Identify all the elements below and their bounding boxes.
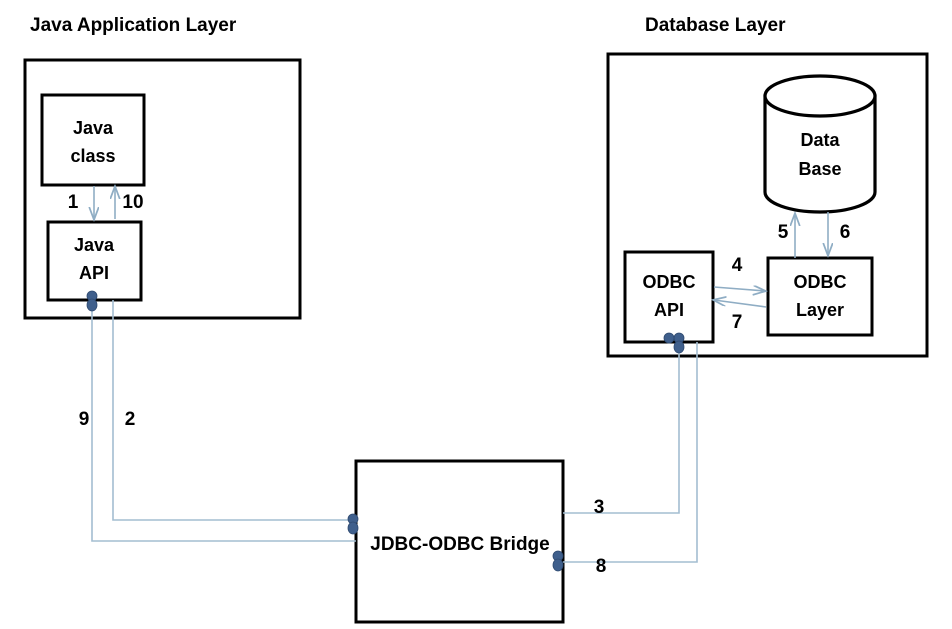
odbc-layer-label-line1: ODBC (794, 272, 847, 292)
flow-arrow-4 (713, 287, 765, 291)
jdbc-odbc-bridge-label: JDBC-ODBC Bridge (370, 534, 549, 555)
flow-connector-8 (563, 342, 698, 563)
odbc-layer-label-line2: Layer (796, 300, 844, 320)
connector-dot-bridge-right-lower (552, 558, 564, 572)
flow-connector-2 (112, 300, 356, 521)
flow-label-5: 5 (778, 222, 789, 243)
flow-label-8: 8 (596, 556, 607, 577)
flow-label-1: 1 (68, 192, 79, 213)
connector-dot-odbc-api-lower (673, 340, 685, 354)
database-label-line2: Base (798, 159, 841, 179)
connector-dot-java-api-lower (86, 298, 98, 312)
database-label-line1: Data (800, 130, 840, 150)
flow-arrow-7 (714, 300, 767, 308)
odbc-api-label-line2: API (654, 300, 684, 320)
flow-label-6: 6 (840, 222, 851, 243)
database-cylinder-top (763, 74, 877, 118)
java-api-label-line1: Java (74, 235, 115, 255)
jdbc-odbc-bridge-box (354, 459, 565, 624)
odbc-api-label-line1: ODBC (643, 272, 696, 292)
odbc-layer-box (766, 256, 874, 337)
flow-label-9: 9 (79, 409, 90, 430)
connector-dot-bridge-left-lower (347, 521, 359, 535)
java-class-label-line1: Java (73, 118, 114, 138)
flow-label-3: 3 (594, 497, 605, 518)
database-cylinder-body (763, 94, 877, 214)
odbc-api-box (623, 250, 715, 344)
java-application-layer-title: Java Application Layer (30, 15, 237, 36)
connector-dot-odbc-api-bottom (663, 332, 675, 344)
flow-label-7: 7 (732, 312, 743, 333)
flow-label-2: 2 (125, 409, 136, 430)
java-class-label-line2: class (70, 146, 115, 166)
flow-label-10: 10 (122, 192, 143, 213)
flow-connector-9 (91, 300, 356, 542)
java-api-box (46, 220, 143, 302)
database-layer-title: Database Layer (645, 15, 786, 36)
flow-label-4: 4 (732, 255, 743, 276)
java-api-label-line2: API (79, 263, 109, 283)
flow-connector-3 (563, 342, 680, 514)
java-class-box (40, 93, 146, 187)
